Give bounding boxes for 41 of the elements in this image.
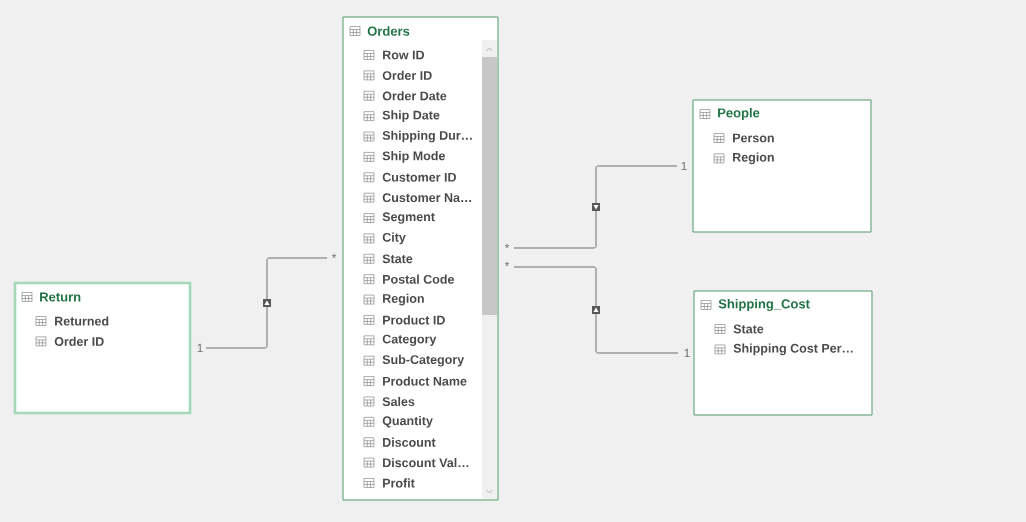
table-title: Return: [40, 292, 81, 302]
field-name: Sub-Category: [382, 354, 465, 367]
field-name: Sales: [382, 396, 415, 407]
table-title: Shipping_Cost: [718, 298, 810, 312]
relationship-line: [513, 165, 678, 249]
field-name: Person: [733, 133, 774, 143]
cardinality-label: 1: [197, 343, 203, 353]
field-name: Shipping Dur…: [382, 130, 472, 143]
field-name: Product Name: [383, 376, 467, 386]
relationship-line: [513, 266, 679, 354]
cardinality-label: *: [331, 253, 337, 259]
field-name: Segment: [382, 212, 435, 224]
field-name: Quantity: [382, 416, 433, 428]
field-name: Order Date: [382, 91, 447, 101]
field-name: Region: [733, 152, 774, 165]
field-name: Postal Code: [383, 274, 454, 284]
field-name: Returned: [55, 316, 109, 326]
field-name: Discount Val…: [383, 458, 469, 468]
field-name: Discount: [383, 437, 436, 447]
field-name: State: [733, 324, 764, 334]
field-name: Order ID: [382, 70, 432, 80]
field-name: Ship Date: [382, 110, 440, 122]
field-name: Profit: [383, 478, 415, 488]
field-name: Product ID: [383, 315, 445, 325]
field-name: Customer ID: [382, 172, 456, 182]
field-name: Ship Mode: [382, 151, 445, 163]
relationship-line: [205, 257, 328, 349]
field-name: Customer Na…: [382, 193, 472, 203]
cardinality-label: 1: [684, 348, 690, 358]
cardinality-label: 1: [681, 161, 687, 171]
table-title: People: [718, 107, 760, 121]
field-name: Category: [382, 334, 437, 346]
field-name: City: [382, 232, 406, 245]
field-name: Shipping Cost Per…: [733, 343, 853, 356]
table-title: Orders: [367, 26, 410, 36]
field-name: Row ID: [383, 50, 425, 60]
field-name: Order ID: [54, 336, 104, 346]
cardinality-label: *: [504, 261, 510, 267]
field-name: State: [382, 254, 413, 264]
cardinality-label: *: [504, 243, 510, 249]
field-name: Region: [383, 293, 424, 306]
